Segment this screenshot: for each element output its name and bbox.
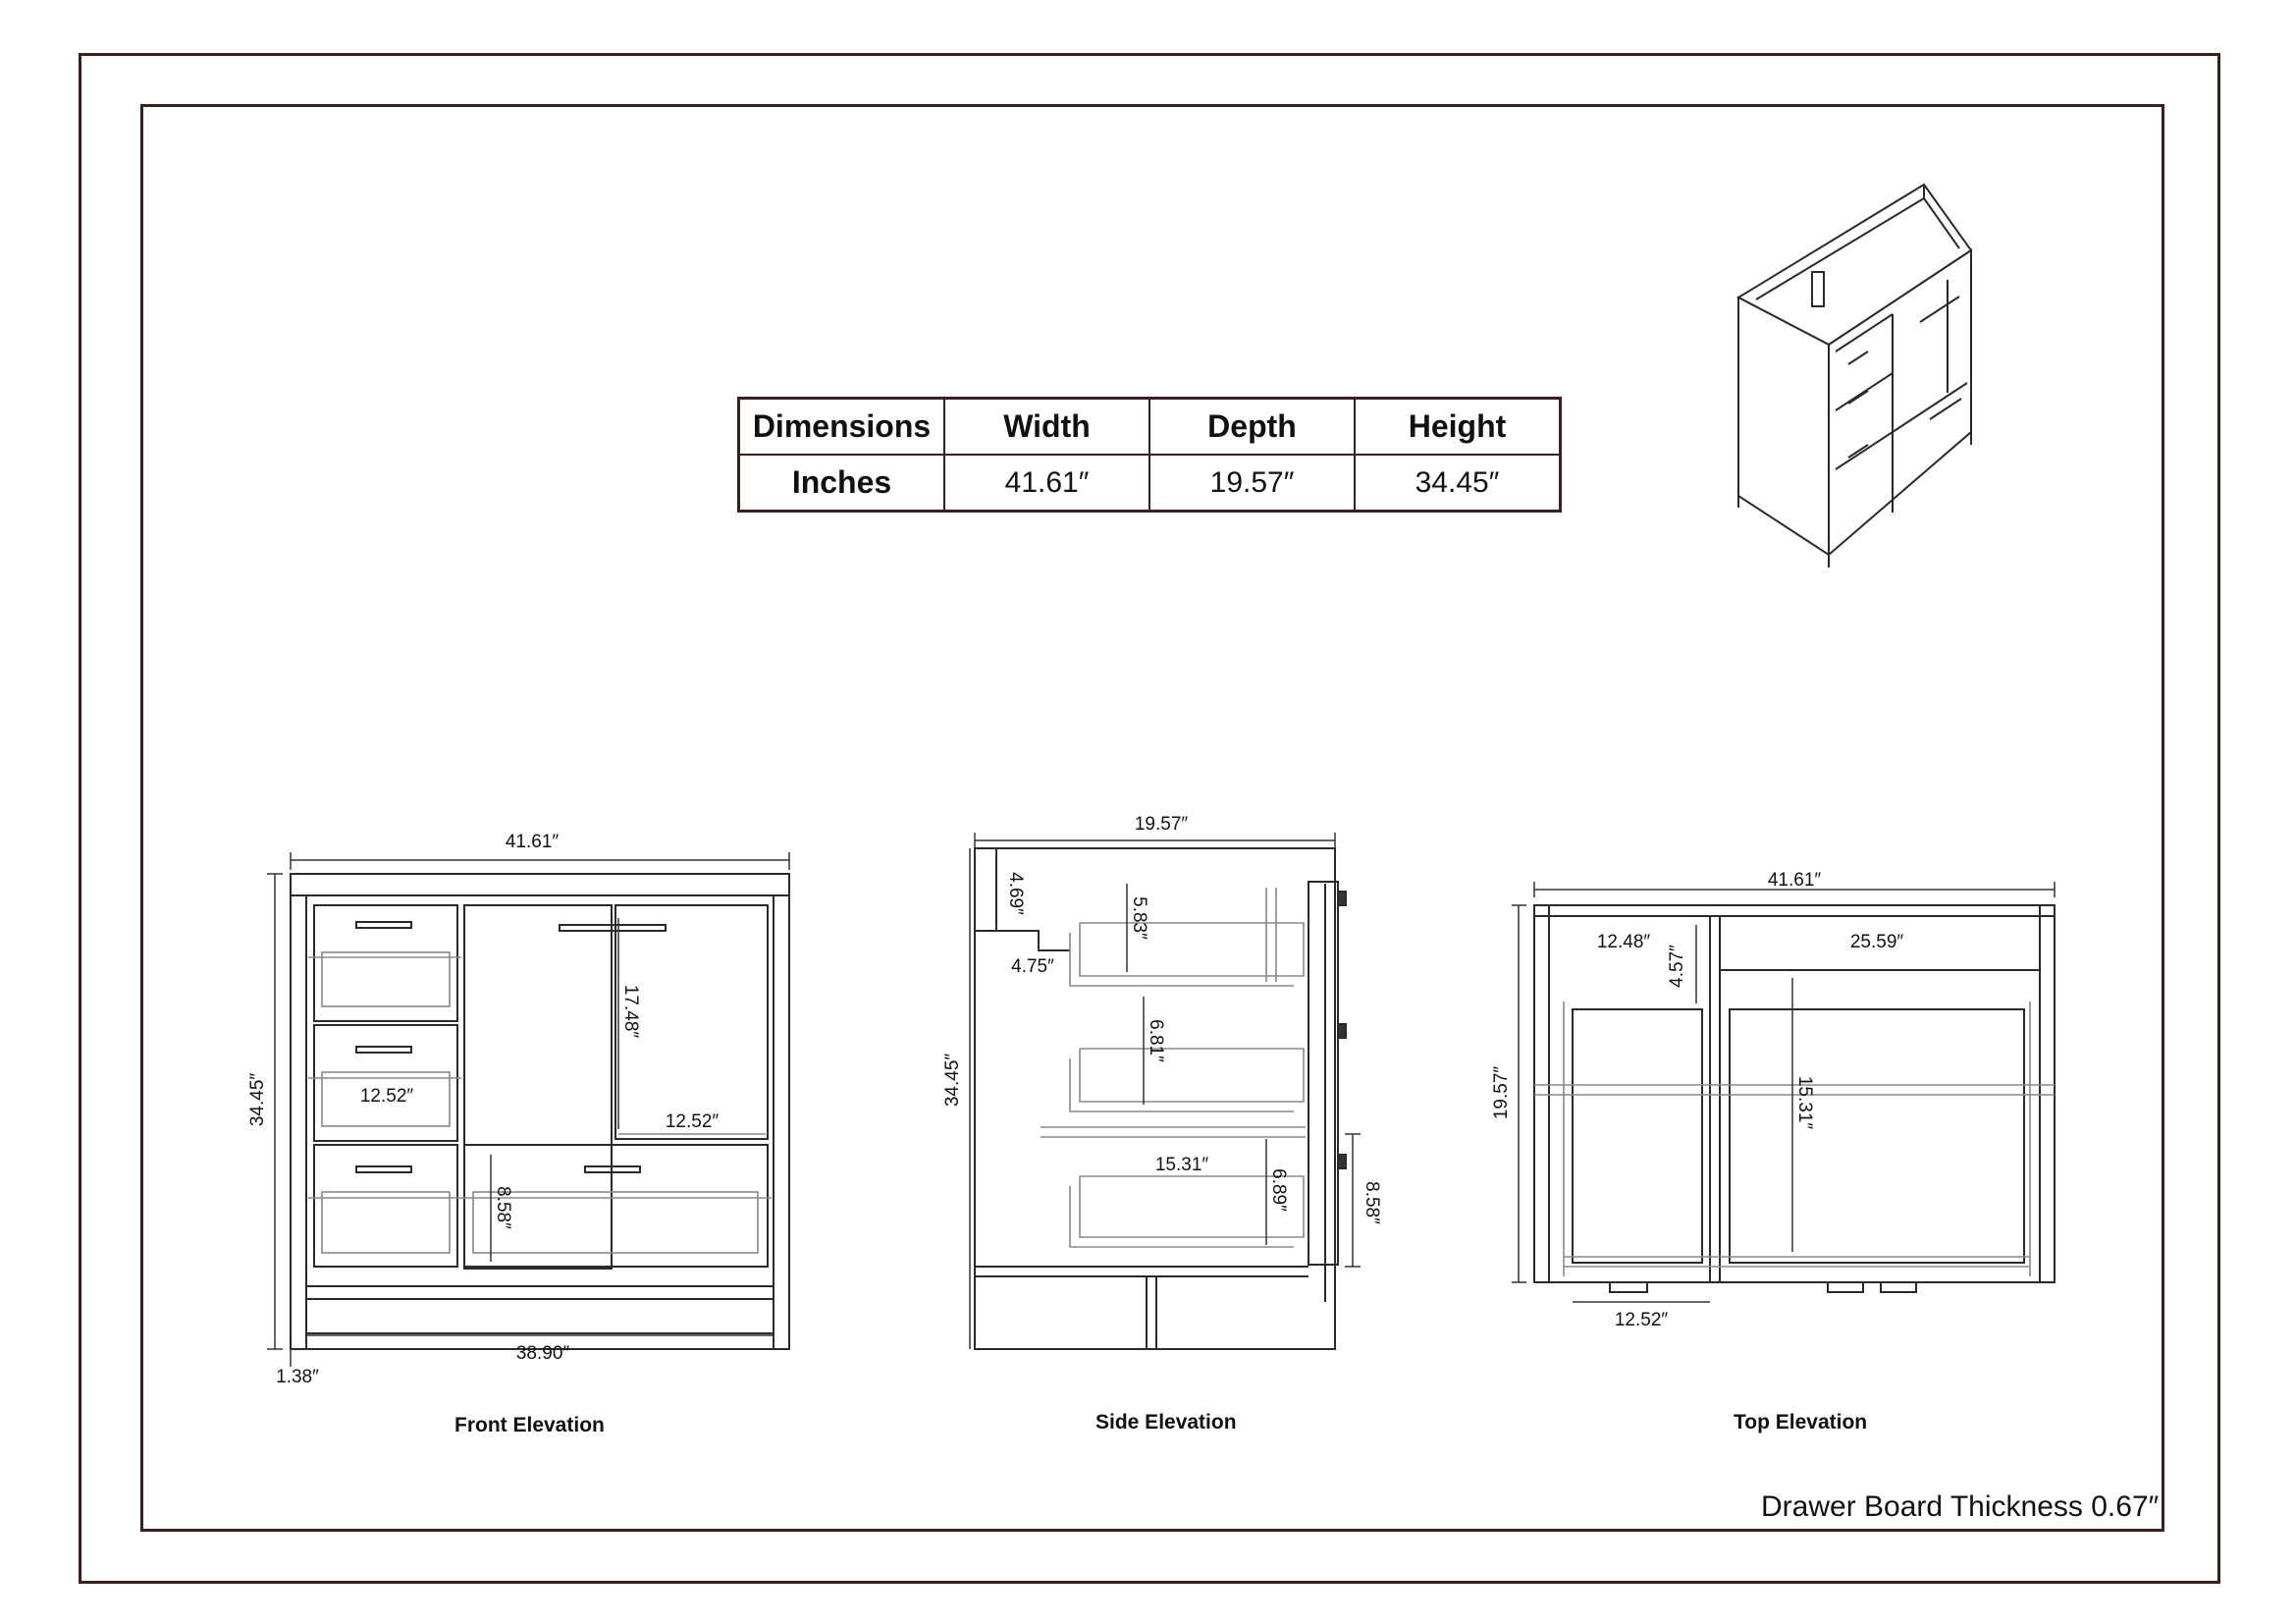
- front-elevation-drawing: [290, 873, 790, 1350]
- side-height-label: 34.45″: [942, 1054, 963, 1108]
- front-width-label: 41.61″: [506, 832, 560, 852]
- side-dim-c-label: 4.75″: [1011, 956, 1054, 977]
- top-depth-label: 19.57″: [1491, 1066, 1512, 1120]
- front-elevation-title: Front Elevation: [454, 1414, 605, 1436]
- table-cell: 34.45″: [1354, 454, 1562, 513]
- inner-border: [140, 104, 2164, 1532]
- side-dim-e-label: 15.31″: [1155, 1155, 1209, 1175]
- isometric-cabinet: [1735, 183, 1973, 568]
- table-header-cell: Depth: [1148, 397, 1356, 456]
- table-header-cell: Width: [943, 397, 1150, 456]
- front-dimension-lines: [267, 852, 790, 1367]
- top-dimension-lines: [1512, 882, 2056, 1303]
- side-dim-b-label: 5.83″: [1129, 896, 1149, 940]
- front-drawer-width-right-label: 12.52″: [666, 1111, 720, 1132]
- outer-border: [79, 53, 2220, 1584]
- table-header-cell: Dimensions: [737, 397, 945, 456]
- table-header-row: Dimensions Width Depth Height: [737, 397, 1562, 456]
- table-cell: 41.61″: [943, 454, 1150, 513]
- drawer-board-note: Drawer Board Thickness 0.67″: [1761, 1490, 2160, 1523]
- top-elevation-drawing: [1533, 904, 2056, 1293]
- front-door-height-label: 17.48″: [620, 985, 641, 1039]
- front-inner-width-label: 38.90″: [516, 1343, 570, 1364]
- side-dim-a-label: 4.69″: [1005, 872, 1026, 915]
- side-dimension-lines: [969, 833, 1361, 1349]
- side-depth-label: 19.57″: [1135, 814, 1189, 835]
- side-dim-f-label: 6.89″: [1268, 1168, 1289, 1212]
- top-bottom-width-label: 12.52″: [1615, 1310, 1669, 1330]
- front-drawer-height-label: 8.58″: [493, 1186, 513, 1229]
- side-dim-g-label: 8.58″: [1362, 1181, 1382, 1224]
- top-inner-depth-label: 15.31″: [1794, 1076, 1815, 1130]
- dimensions-table: Dimensions Width Depth Height Inches 41.…: [737, 397, 1562, 513]
- top-width-label: 41.61″: [1768, 870, 1822, 891]
- side-elevation-drawing: [974, 847, 1347, 1350]
- top-front-rail-label: 4.57″: [1667, 945, 1687, 988]
- side-dim-d-label: 6.81″: [1146, 1019, 1166, 1062]
- table-header-cell: Height: [1354, 397, 1562, 456]
- top-right-width-label: 25.59″: [1850, 932, 1904, 952]
- top-left-width-label: 12.48″: [1597, 932, 1651, 952]
- table-row: Inches 41.61″ 19.57″ 34.45″: [737, 454, 1562, 513]
- table-cell: 19.57″: [1148, 454, 1356, 513]
- front-leg-label: 1.38″: [276, 1367, 319, 1387]
- side-elevation-title: Side Elevation: [1095, 1411, 1237, 1434]
- table-row-label: Inches: [737, 454, 945, 513]
- front-height-label: 34.45″: [247, 1073, 268, 1127]
- top-elevation-title: Top Elevation: [1734, 1411, 1868, 1434]
- front-drawer-width-left-label: 12.52″: [360, 1086, 414, 1107]
